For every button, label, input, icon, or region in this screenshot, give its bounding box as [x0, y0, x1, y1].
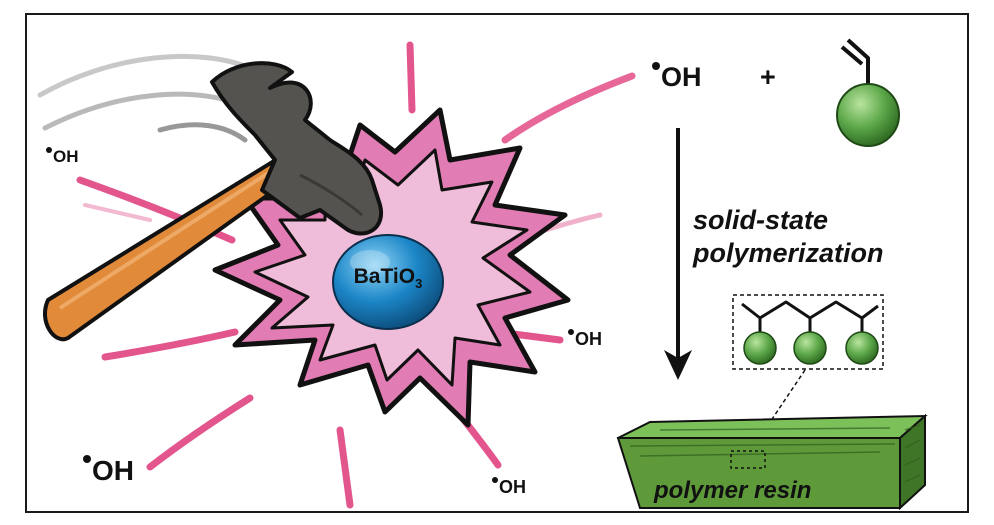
spark-line — [146, 394, 254, 471]
chain-monomer — [743, 331, 777, 365]
spark-line — [101, 328, 239, 361]
radical-dot-icon — [652, 62, 660, 70]
hammer-icon — [43, 61, 384, 342]
radical-dot-icon — [46, 147, 52, 153]
spark-lines — [76, 41, 636, 509]
polymer-chain — [732, 294, 884, 453]
spark-line — [336, 426, 354, 509]
radical-label-right: OH — [568, 329, 602, 350]
product-label: polymer resin — [654, 477, 812, 504]
radical-dot-icon — [568, 329, 574, 335]
spark-line — [501, 72, 636, 144]
arrow-icon — [664, 128, 692, 380]
radical-label-left: OH — [46, 147, 79, 167]
process-label-line1: solid-state — [693, 205, 829, 235]
particle-icon — [332, 234, 444, 330]
spark-line — [76, 176, 236, 244]
chain-monomer — [793, 331, 827, 365]
radical-label-top: OH — [652, 62, 702, 93]
plus-sign: + — [760, 62, 776, 92]
radical-dot-icon — [83, 455, 91, 463]
radical-dot-icon — [492, 477, 498, 483]
spark-line — [406, 41, 416, 114]
chain-monomer — [845, 331, 879, 365]
process-label-line2: polymerization — [693, 238, 884, 268]
spark-line — [83, 203, 152, 222]
monomer-icon — [836, 38, 900, 147]
process-label: solid-state polymerization — [693, 204, 884, 270]
resin-block-icon — [616, 413, 928, 511]
radical-label-bottom: OH — [492, 477, 526, 498]
radical-label-bottom-left: OH — [83, 455, 134, 487]
particle-label: BaTiO3 — [353, 265, 423, 292]
